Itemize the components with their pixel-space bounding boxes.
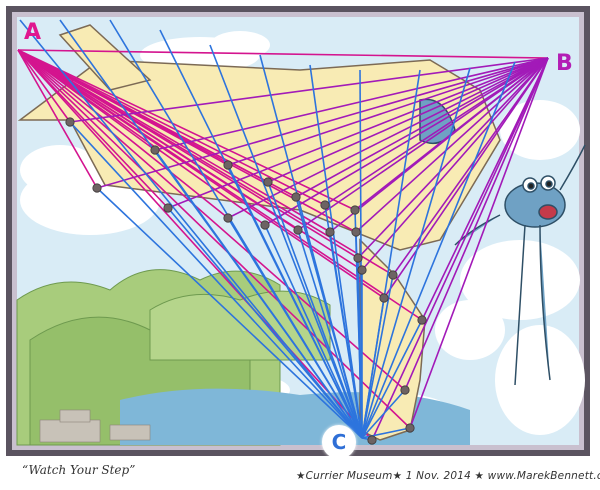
string-line-c	[209, 44, 363, 439]
string-line-b	[357, 57, 549, 259]
string-line-b	[404, 57, 549, 391]
anchor-node	[223, 213, 233, 223]
anchor-node	[367, 435, 377, 445]
lines-from-b	[69, 57, 549, 441]
string-line-c	[159, 29, 363, 439]
string-line-c	[297, 229, 363, 439]
title-caption: “Watch Your Step”	[22, 463, 136, 477]
anchor-node	[400, 385, 410, 395]
string-line-a	[17, 49, 266, 226]
anchor-node	[405, 423, 415, 433]
string-line-b	[154, 57, 549, 151]
string-line-b	[383, 57, 549, 299]
string-line-b	[227, 57, 549, 219]
string-line-b	[409, 57, 549, 429]
string-line-a	[17, 49, 549, 59]
string-line-c	[361, 67, 471, 439]
string-line-b	[264, 57, 549, 226]
string-line-b	[371, 57, 549, 441]
string-line-c	[361, 389, 406, 439]
string-line-c	[109, 19, 363, 439]
anchor-node	[388, 270, 398, 280]
anchor-node	[260, 220, 270, 230]
string-line-a	[17, 49, 406, 391]
anchor-node	[417, 315, 427, 325]
string-line-b	[297, 57, 549, 231]
string-line-a	[17, 49, 98, 189]
string-line-b	[227, 57, 549, 166]
point-label-c: C	[322, 425, 356, 459]
string-line-b	[69, 57, 549, 123]
string-line-b	[421, 57, 549, 321]
string-line-a	[17, 49, 71, 123]
anchor-node	[357, 265, 367, 275]
string-line-b	[361, 57, 549, 271]
string-line-b	[167, 57, 549, 209]
anchor-node	[320, 200, 330, 210]
point-label-b: B	[556, 51, 573, 76]
string-line-c	[359, 69, 363, 439]
string-line-c	[361, 61, 516, 439]
anchor-nodes	[65, 117, 427, 445]
string-line-a	[17, 49, 229, 219]
anchor-node	[291, 192, 301, 202]
anchor-node	[350, 205, 360, 215]
harbor-water	[120, 388, 470, 445]
anchor-node	[223, 160, 233, 170]
string-line-b	[295, 57, 549, 198]
string-line-c	[361, 319, 423, 439]
string-line-c	[59, 19, 363, 439]
string-line-c	[259, 54, 363, 439]
string-line-b	[392, 57, 549, 276]
point-label-a: A	[24, 20, 42, 45]
anchor-node	[353, 253, 363, 263]
anchor-node	[163, 203, 173, 213]
string-line-c	[19, 19, 363, 439]
string-line-b	[355, 57, 549, 233]
anchor-node	[379, 293, 389, 303]
anchor-node	[263, 177, 273, 187]
string-line-b	[96, 57, 549, 189]
string-line-c	[96, 187, 363, 439]
string-line-a	[17, 49, 411, 429]
string-line-c	[69, 121, 363, 439]
string-line-b	[324, 57, 549, 206]
string-line-b	[267, 57, 549, 183]
string-line-c	[361, 274, 394, 439]
string-line-c	[309, 64, 363, 439]
string-line-a	[17, 49, 373, 441]
string-line-c	[361, 69, 421, 439]
credit-caption: ★Currier Museum★ 1 Nov. 2014 ★ www.Marek…	[296, 470, 600, 482]
string-line-c	[264, 224, 363, 439]
anchor-node	[293, 225, 303, 235]
string-line-a	[17, 49, 423, 321]
anchor-node	[65, 117, 75, 127]
town	[39, 409, 151, 443]
anchor-node	[351, 227, 361, 237]
anchor-node	[150, 145, 160, 155]
anchor-node	[325, 227, 335, 237]
string-line-a	[17, 49, 169, 209]
lines-from-c	[19, 19, 516, 441]
anchor-node	[92, 183, 102, 193]
